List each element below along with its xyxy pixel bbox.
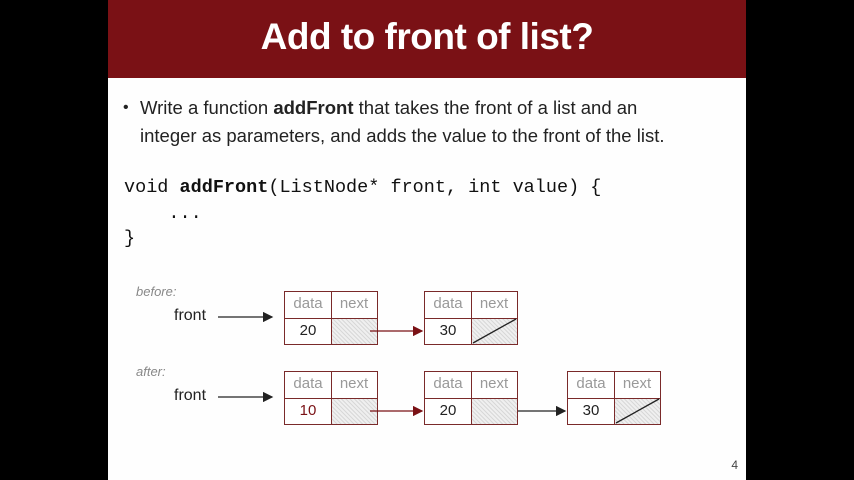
- next-pointer-cell: [472, 399, 517, 424]
- bullet-text: Write a function addFront that takes the…: [140, 94, 733, 150]
- code-keyword: void: [124, 177, 180, 198]
- node-value-new: 10: [285, 398, 332, 424]
- after-node-1: data next 10: [284, 371, 378, 425]
- code-line-2: ...: [124, 203, 202, 224]
- node-value: 20: [425, 398, 472, 424]
- data-header: data: [425, 372, 472, 399]
- before-node-1: data next 20: [284, 291, 378, 345]
- code-params: (ListNode* front, int value) {: [268, 177, 602, 198]
- before-front-label: front: [174, 307, 207, 324]
- code-line-3: }: [124, 228, 136, 249]
- after-label: after:: [136, 364, 166, 379]
- title-bar: Add to front of list?: [108, 0, 746, 78]
- code-function-name: addFront: [179, 177, 269, 198]
- next-header: next: [471, 372, 517, 399]
- node-value: 20: [285, 318, 332, 344]
- next-pointer-cell: [332, 399, 377, 424]
- data-header: data: [425, 292, 472, 319]
- next-pointer-cell: [332, 319, 377, 344]
- node-value: 30: [568, 398, 615, 424]
- after-front-label: front: [174, 387, 207, 404]
- data-header: data: [285, 292, 332, 319]
- bullet-dot-icon: •: [123, 99, 129, 116]
- slide-title: Add to front of list?: [260, 16, 594, 57]
- next-header: next: [331, 292, 377, 319]
- data-header: data: [285, 372, 332, 399]
- after-node-3: data next 30: [567, 371, 661, 425]
- bullet-line2: integer as parameters, and adds the valu…: [140, 125, 665, 146]
- node-value: 30: [425, 318, 472, 344]
- bullet-point: • Write a function addFront that takes t…: [123, 94, 733, 150]
- code-line-1: void addFront(ListNode* front, int value…: [124, 177, 601, 198]
- after-node-2: data next 20: [424, 371, 518, 425]
- null-slash-icon: [615, 398, 660, 424]
- bullet-function-name: addFront: [273, 97, 354, 118]
- next-header: next: [614, 372, 660, 399]
- data-header: data: [568, 372, 615, 399]
- null-slash-icon: [472, 318, 517, 344]
- page-number: 4: [731, 458, 738, 472]
- slide: Add to front of list? • Write a function…: [108, 0, 746, 480]
- next-header: next: [471, 292, 517, 319]
- next-header: next: [331, 372, 377, 399]
- bullet-prefix: Write a function: [140, 97, 274, 118]
- pointer-arrows: [218, 311, 567, 417]
- bullet-suffix: that takes the front of a list and an: [353, 97, 638, 118]
- before-node-2: data next 30: [424, 291, 518, 345]
- before-label: before:: [136, 284, 177, 299]
